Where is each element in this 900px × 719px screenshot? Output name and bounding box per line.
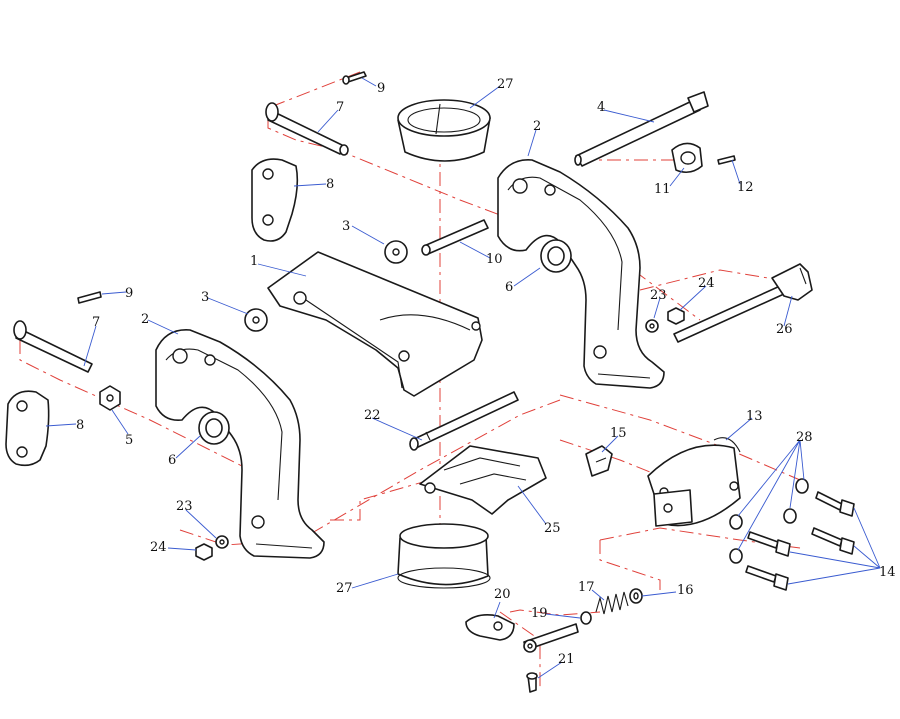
pin-21 <box>526 672 538 693</box>
nut-24-left <box>195 543 213 561</box>
callout-16: 16 <box>677 583 694 598</box>
clamp-handle-8-top <box>251 158 299 242</box>
clamp-band-13 <box>647 437 741 527</box>
callout-20: 20 <box>494 587 511 602</box>
callout-8-left: 8 <box>76 418 84 433</box>
callout-19: 19 <box>531 606 548 621</box>
tilt-rod-26 <box>673 263 813 343</box>
callout-6-right: 6 <box>505 280 513 295</box>
lever-20 <box>465 614 515 641</box>
bolts-14 <box>745 491 855 591</box>
sleeve-bushing-bottom <box>397 523 491 589</box>
callout-labels: 27 9 7 8 4 2 11 12 3 10 1 6 24 23 26 9 3… <box>76 77 896 667</box>
support-plate-25 <box>419 445 547 515</box>
swivel-bracket-1 <box>267 251 483 397</box>
callout-23-right: 23 <box>650 288 667 303</box>
callout-1: 1 <box>250 254 258 269</box>
spring-17 <box>595 591 629 615</box>
pin-12 <box>717 155 736 165</box>
callout-6-left: 6 <box>168 453 176 468</box>
washer-3-left <box>244 308 268 332</box>
clamp-handle-8-left <box>5 390 50 467</box>
callout-7-left: 7 <box>92 315 100 330</box>
callout-27-top: 27 <box>497 77 514 92</box>
callout-9-left: 9 <box>125 286 133 301</box>
callout-10: 10 <box>486 252 503 267</box>
callout-2-left: 2 <box>141 312 149 327</box>
tube-rod-4 <box>574 91 709 167</box>
washer-23-right <box>645 319 659 333</box>
callout-25: 25 <box>544 521 561 536</box>
callout-28: 28 <box>796 430 813 445</box>
callout-9-top: 9 <box>377 81 385 96</box>
block-15 <box>585 445 613 477</box>
callout-17: 17 <box>578 580 595 595</box>
washer-23-left <box>215 535 229 549</box>
callout-12: 12 <box>737 180 754 195</box>
callout-3-left: 3 <box>201 290 209 305</box>
rod-19 <box>523 623 579 653</box>
callout-27-bottom: 27 <box>336 581 353 596</box>
knob-11 <box>671 142 703 174</box>
callout-22: 22 <box>364 408 381 423</box>
pin-9-left <box>77 291 102 304</box>
callout-11: 11 <box>654 182 671 197</box>
nut-5 <box>99 385 121 411</box>
washers-28 <box>729 478 809 564</box>
washer-19 <box>580 611 592 625</box>
stern-bracket-2-left <box>155 329 325 559</box>
callout-21: 21 <box>558 652 575 667</box>
callout-4: 4 <box>597 100 605 115</box>
shaft-22 <box>409 391 519 451</box>
bolt-7-left <box>13 320 93 373</box>
callout-14: 14 <box>879 565 896 580</box>
callout-8-top: 8 <box>326 177 334 192</box>
stern-bracket-2-right <box>497 159 665 389</box>
sleeve-bushing-top <box>397 99 491 162</box>
pin-9-top <box>342 71 367 85</box>
callout-13: 13 <box>746 409 763 424</box>
callout-24-left: 24 <box>150 540 167 555</box>
callout-24-right: 24 <box>698 276 715 291</box>
leader-lines <box>45 77 881 679</box>
callout-5: 5 <box>125 433 133 448</box>
callout-15: 15 <box>610 426 627 441</box>
nut-24-right <box>667 307 685 325</box>
callout-23-left: 23 <box>176 499 193 514</box>
washer-3-top <box>384 240 408 264</box>
callout-26: 26 <box>776 322 793 337</box>
callout-3-top: 3 <box>342 219 350 234</box>
washer-16 <box>629 588 643 604</box>
bolt-7-top <box>265 102 349 156</box>
pin-10 <box>421 219 489 256</box>
callout-2-right: 2 <box>533 119 541 134</box>
callout-7-top: 7 <box>336 100 344 115</box>
